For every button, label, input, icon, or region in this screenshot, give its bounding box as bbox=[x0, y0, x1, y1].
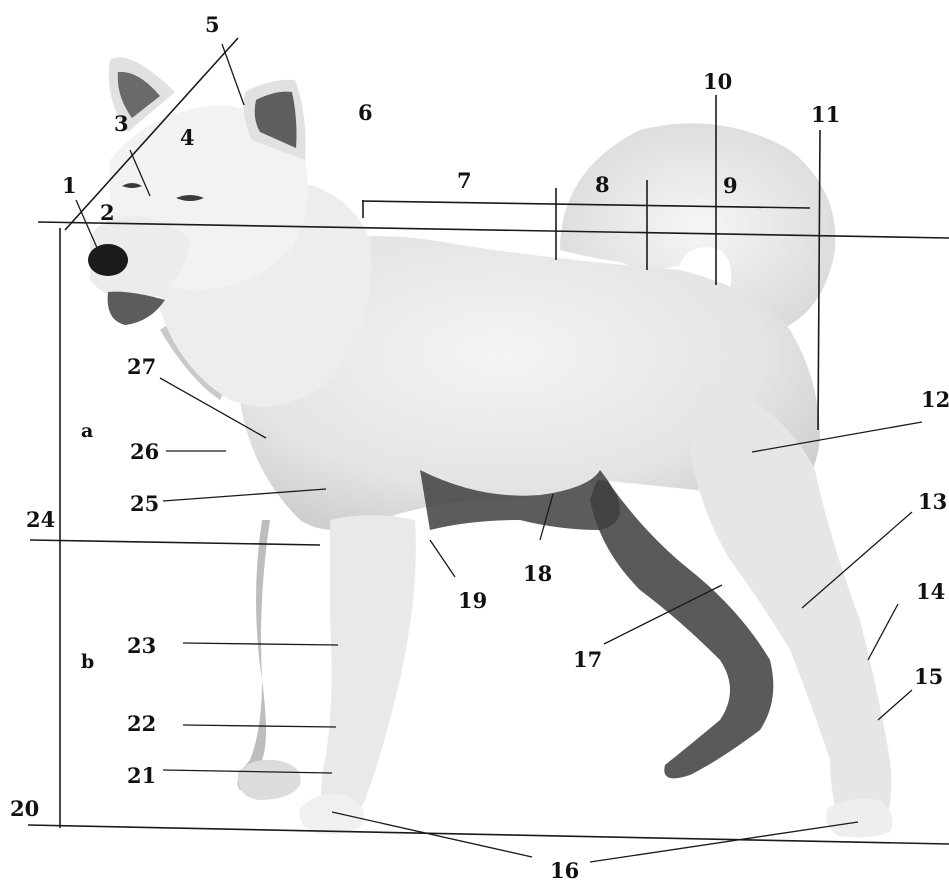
leader-12 bbox=[751, 421, 923, 453]
label-12: 12 bbox=[921, 387, 949, 412]
label-22: 22 bbox=[127, 711, 156, 736]
region-a: a bbox=[81, 420, 93, 442]
elbow-line bbox=[29, 539, 321, 546]
eye-right bbox=[176, 195, 204, 201]
label-3: 3 bbox=[114, 111, 129, 136]
head-profile-line bbox=[64, 37, 239, 231]
label-5: 5 bbox=[205, 12, 220, 37]
label-21: 21 bbox=[127, 763, 156, 788]
label-8: 8 bbox=[595, 172, 610, 197]
nose bbox=[88, 244, 128, 276]
label-7: 7 bbox=[457, 168, 472, 193]
label-24: 24 bbox=[26, 507, 55, 532]
label-14: 14 bbox=[916, 579, 945, 604]
near-front-paw bbox=[299, 793, 364, 835]
far-hind-leg bbox=[590, 470, 774, 779]
leader-1 bbox=[75, 199, 99, 251]
label-2: 2 bbox=[100, 200, 115, 225]
label-4: 4 bbox=[180, 125, 195, 150]
leader-23 bbox=[182, 642, 339, 646]
leader-14 bbox=[867, 603, 899, 661]
leader-27 bbox=[159, 377, 267, 439]
buttock-line bbox=[817, 129, 821, 431]
leader-22 bbox=[182, 724, 337, 728]
leader-16b bbox=[589, 821, 859, 863]
eye-left bbox=[122, 183, 142, 188]
leader-13 bbox=[801, 511, 913, 609]
number-labels: 1 2 3 4 5 6 7 8 9 10 11 12 13 14 15 16 1… bbox=[10, 12, 949, 883]
leader-17 bbox=[603, 584, 723, 645]
leader-16a bbox=[331, 811, 533, 858]
label-13: 13 bbox=[918, 489, 947, 514]
label-10: 10 bbox=[703, 69, 732, 94]
ground-line bbox=[27, 824, 949, 845]
far-front-paw bbox=[237, 759, 301, 800]
label-9: 9 bbox=[723, 173, 738, 198]
label-6: 6 bbox=[358, 100, 373, 125]
left-ear-inner bbox=[117, 71, 160, 118]
label-17: 17 bbox=[573, 647, 602, 672]
label-26: 26 bbox=[130, 439, 159, 464]
leader-19 bbox=[429, 539, 456, 578]
near-front-leg bbox=[321, 515, 416, 830]
muzzle bbox=[90, 215, 190, 301]
label-1: 1 bbox=[62, 173, 77, 198]
leader-21 bbox=[162, 769, 333, 774]
tail bbox=[560, 123, 836, 330]
spitz-dog-illustration bbox=[88, 57, 893, 838]
label-25: 25 bbox=[130, 491, 159, 516]
label-16: 16 bbox=[550, 858, 579, 882]
near-hind-paw bbox=[826, 798, 893, 838]
near-hind-leg bbox=[690, 380, 892, 832]
leader-18 bbox=[539, 493, 554, 541]
belly-shadow bbox=[420, 470, 620, 530]
label-11: 11 bbox=[811, 102, 840, 127]
leader-lines bbox=[27, 37, 949, 863]
tail-inner-shadow bbox=[680, 251, 718, 271]
leader-5 bbox=[221, 43, 245, 106]
label-18: 18 bbox=[523, 561, 552, 586]
right-ear-inner bbox=[254, 91, 297, 148]
mouth bbox=[107, 291, 165, 325]
topline-reference bbox=[37, 221, 949, 239]
label-19: 19 bbox=[458, 588, 487, 613]
leader-3 bbox=[129, 149, 151, 197]
label-20: 20 bbox=[10, 796, 39, 821]
label-23: 23 bbox=[127, 633, 156, 658]
region-labels: a b bbox=[81, 420, 94, 673]
far-front-leg bbox=[237, 520, 270, 790]
region-b: b bbox=[81, 651, 94, 673]
leader-15 bbox=[877, 689, 913, 721]
leader-25 bbox=[162, 488, 327, 502]
label-15: 15 bbox=[914, 664, 943, 689]
back-line bbox=[361, 200, 811, 209]
body bbox=[240, 236, 820, 530]
label-27: 27 bbox=[127, 354, 156, 379]
